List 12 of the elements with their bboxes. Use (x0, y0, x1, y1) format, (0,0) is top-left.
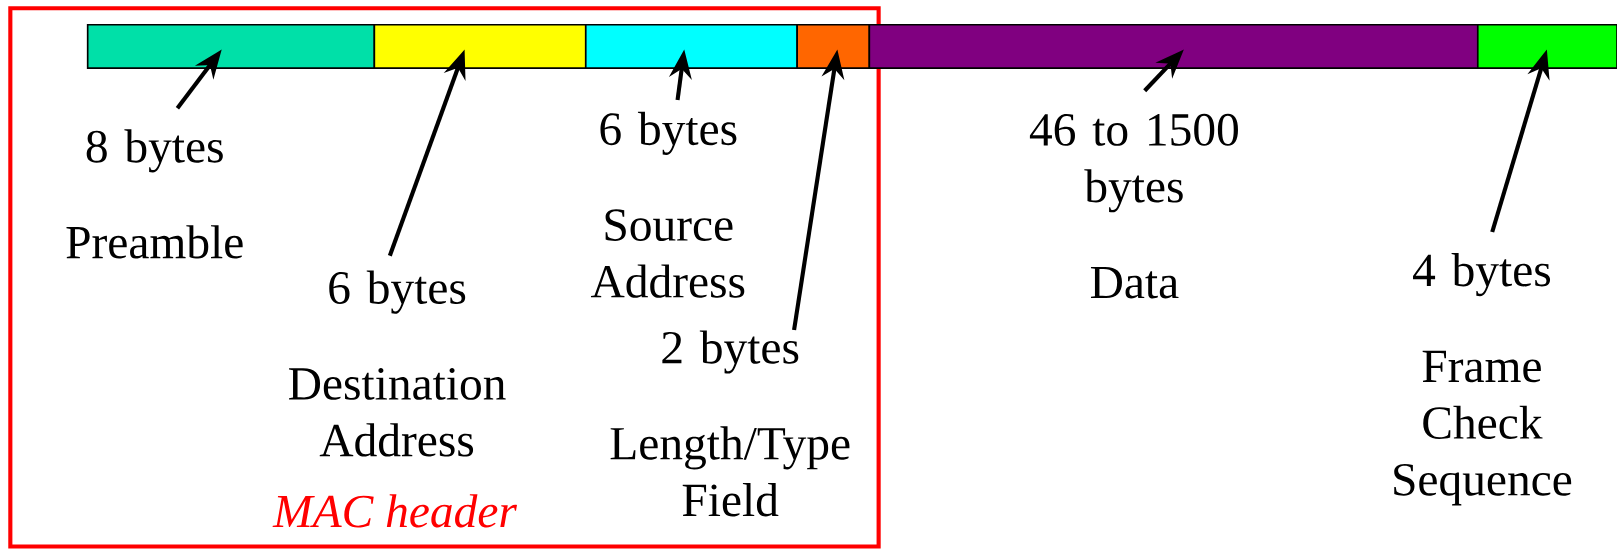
field-label: 6 bytes Destination Address (289, 270, 506, 457)
frame-field-bar (868, 24, 1479, 70)
frame-field-bar (373, 24, 587, 70)
frame-field-bar (584, 24, 798, 70)
frame-field-bar (1476, 24, 1617, 70)
field-label: 2 bytes Length/Type Field (610, 330, 850, 517)
field-label: 4 bytes Frame Check Sequence (1394, 253, 1572, 506)
frame-field-bar (86, 24, 376, 70)
field-label: 46 to 1500 bytes Data (1029, 113, 1238, 299)
field-label: 6 bytes Source Address (591, 111, 745, 298)
frame-field-bar (796, 24, 871, 70)
field-label: 8 bytes Preamble (66, 129, 243, 259)
